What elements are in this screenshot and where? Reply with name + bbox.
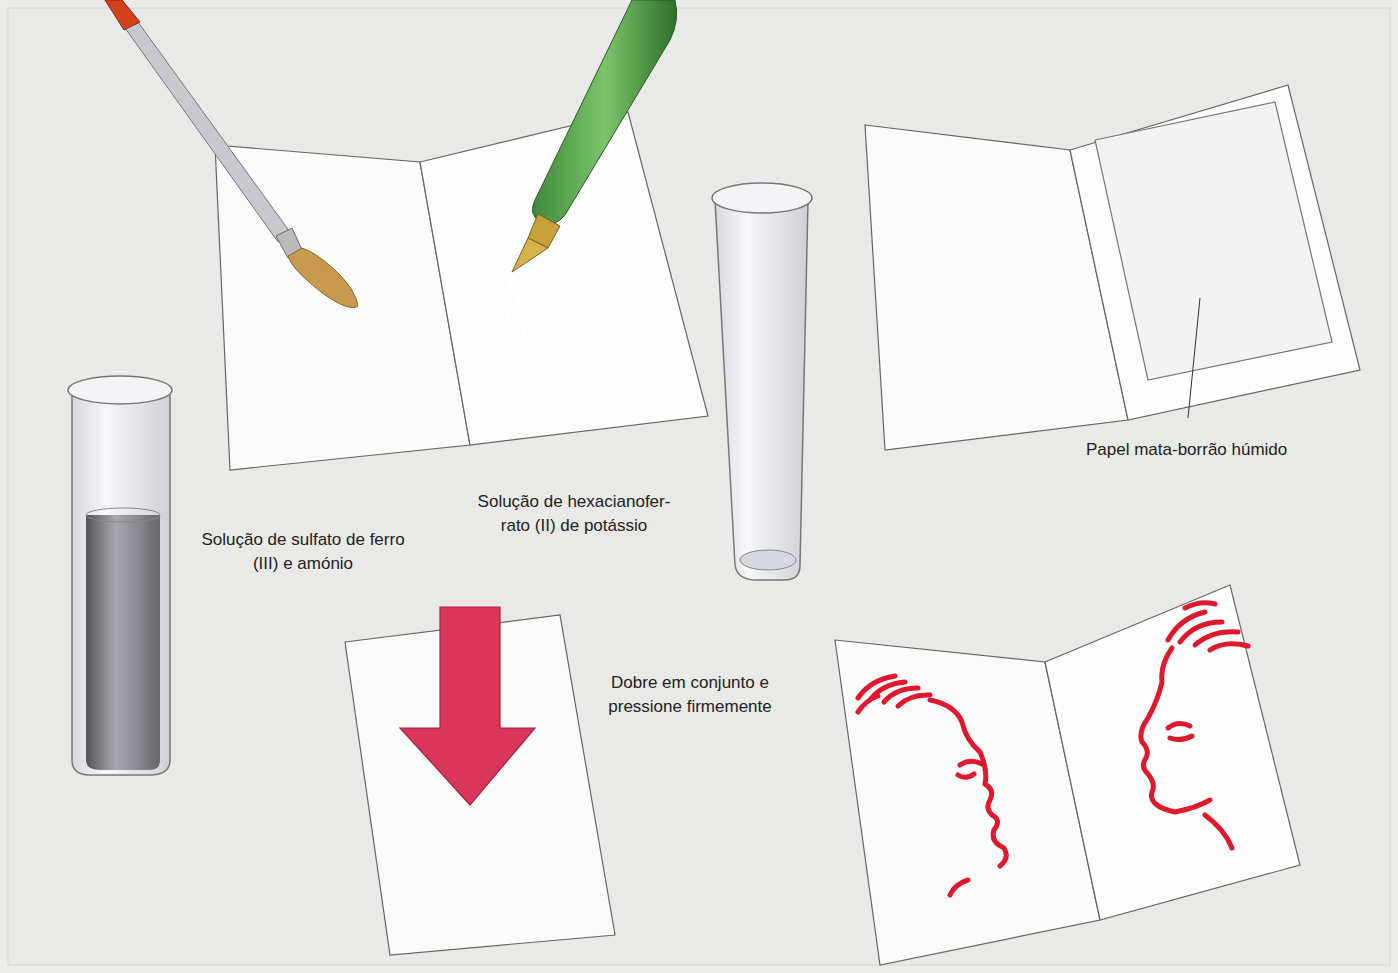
paper-sheet [215, 112, 708, 470]
leader-line [1188, 298, 1200, 418]
annotation-label: Papel mata-borrão húmido [1086, 438, 1287, 462]
blotting-paper-book [865, 85, 1360, 450]
test-tube [712, 183, 812, 580]
prussian-blue-print [858, 603, 1248, 895]
annotation-label: Dobre em conjunto e pressione firmemente [608, 671, 772, 719]
paint-brush [105, 0, 358, 308]
invisible-ink-line [508, 275, 524, 340]
result-paper [835, 585, 1300, 965]
test-tube [68, 376, 172, 775]
annotation-label: Solução de hexacianofer- rato (II) de po… [465, 490, 683, 538]
dip-pen [512, 0, 677, 272]
fold-arrow [400, 607, 535, 805]
folded-paper [345, 607, 615, 955]
annotation-label: Solução de sulfato de ferro (III) e amón… [192, 528, 414, 576]
